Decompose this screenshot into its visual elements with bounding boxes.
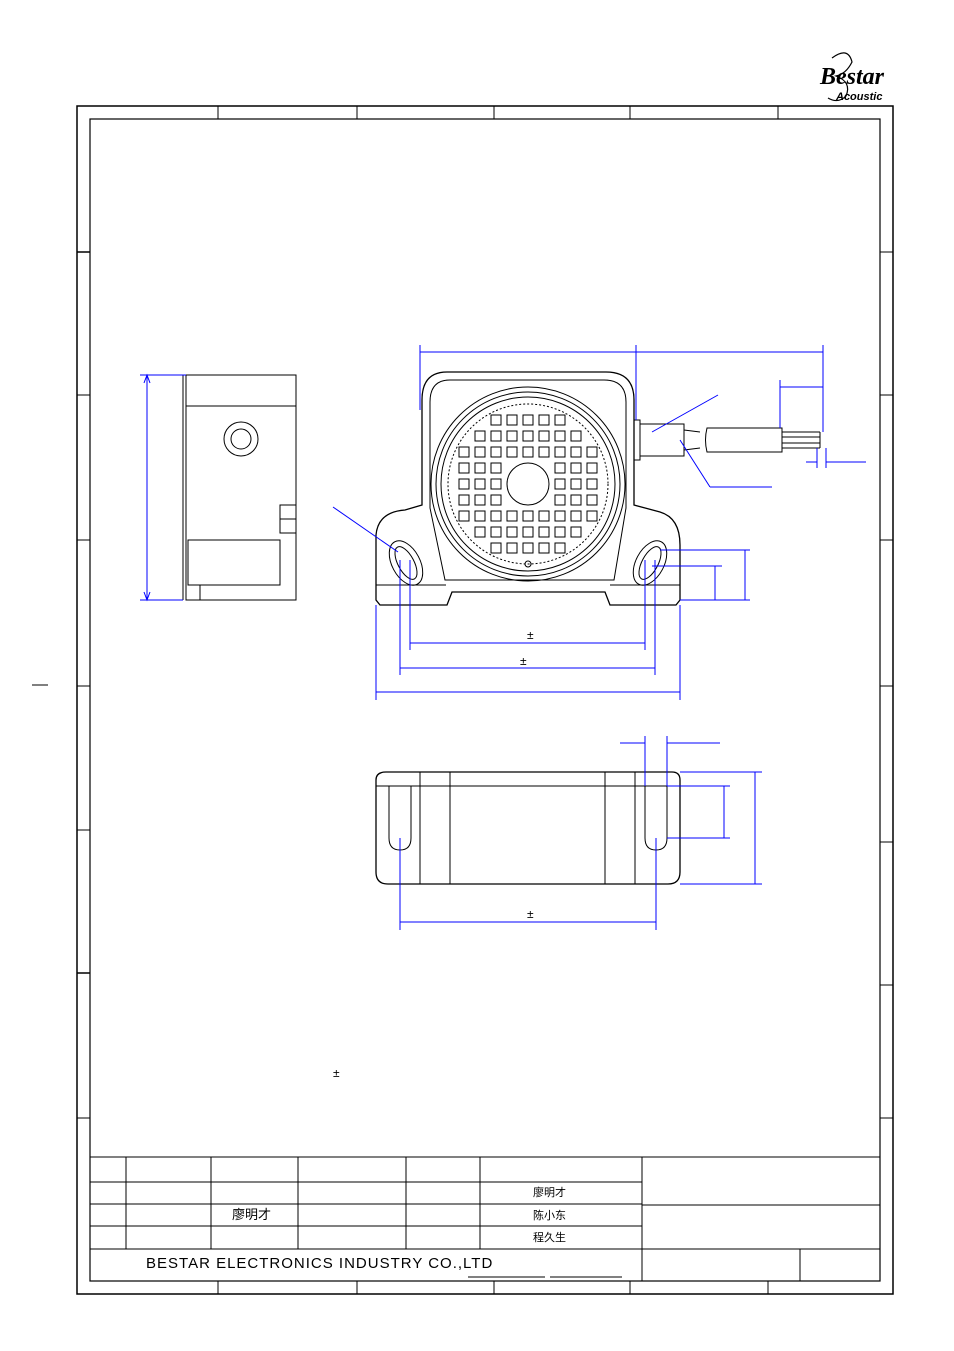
dim-pm-2: ± [520, 654, 527, 668]
grille-hole [570, 526, 582, 538]
drawn-by-name: 廖明才 [232, 1207, 271, 1223]
grille-hole [490, 542, 502, 554]
grille-hole [522, 510, 534, 522]
side-view [140, 373, 297, 602]
speaker-grille [458, 414, 598, 554]
grille-hole [570, 430, 582, 442]
grille-hole [538, 542, 550, 554]
grille-hole [554, 478, 566, 490]
grille-hole [458, 462, 470, 474]
grille-hole [458, 478, 470, 490]
grille-hole [586, 510, 598, 522]
grille-hole [538, 526, 550, 538]
grille-hole [586, 478, 598, 490]
grille-hole [570, 446, 582, 458]
grille-hole [522, 414, 534, 426]
grille-hole [554, 510, 566, 522]
grille-hole [474, 526, 486, 538]
grille-hole [506, 446, 518, 458]
logo-brand-text: Bestar [819, 64, 885, 90]
grille-hole [458, 446, 470, 458]
bestar-logo: Bestar Acoustic [819, 52, 885, 103]
grille-hole [554, 526, 566, 538]
grille-hole [570, 510, 582, 522]
grille-hole [554, 430, 566, 442]
note-pm-symbol: ± [333, 1066, 340, 1080]
grille-hole [506, 430, 518, 442]
grille-hole [474, 510, 486, 522]
grille-hole [554, 414, 566, 426]
logo-sub-text: Acoustic [835, 91, 882, 103]
grille-hole [490, 526, 502, 538]
grille-hole [490, 446, 502, 458]
grille-hole [474, 478, 486, 490]
grille-hole [570, 462, 582, 474]
grille-hole [474, 446, 486, 458]
grille-hole [490, 494, 502, 506]
grille-hole [490, 510, 502, 522]
front-view: ± ± [332, 345, 866, 700]
grille-hole [506, 526, 518, 538]
grille-hole [490, 414, 502, 426]
grille-hole [522, 526, 534, 538]
grille-hole [522, 446, 534, 458]
grille-hole [554, 494, 566, 506]
grille-hole [474, 494, 486, 506]
grille-hole [554, 542, 566, 554]
grille-hole [506, 414, 518, 426]
grille-hole [490, 478, 502, 490]
grille-hole [538, 510, 550, 522]
grille-hole [586, 462, 598, 474]
grille-hole [554, 446, 566, 458]
grille-hole [538, 446, 550, 458]
grille-hole [458, 510, 470, 522]
grille-hole [522, 542, 534, 554]
grille-hole [554, 462, 566, 474]
grille-hole [538, 430, 550, 442]
company-name: BESTAR ELECTRONICS INDUSTRY CO.,LTD [146, 1255, 493, 1272]
bottom-view: ± [375, 736, 762, 930]
approval-row3-name: 程久生 [533, 1230, 566, 1244]
grille-hole [506, 542, 518, 554]
grille-hole [586, 494, 598, 506]
grille-hole [490, 430, 502, 442]
grille-hole [570, 478, 582, 490]
grille-hole [586, 446, 598, 458]
title-block: 廖明才 廖明才 陈小东 程久生 BESTAR ELECTRONICS INDUS… [89, 1156, 881, 1282]
grille-hole [458, 494, 470, 506]
dim-pm-1: ± [527, 628, 534, 642]
grille-hole [538, 414, 550, 426]
grille-hole [474, 462, 486, 474]
grille-hole [490, 462, 502, 474]
approval-row1-name: 廖明才 [533, 1185, 566, 1199]
drawing-frame [32, 105, 894, 1295]
grille-hole [474, 430, 486, 442]
grille-hole [522, 430, 534, 442]
grille-hole [570, 494, 582, 506]
grille-hole [506, 510, 518, 522]
dim-pm-3: ± [527, 907, 534, 921]
approval-row2-name: 陈小东 [533, 1208, 566, 1222]
